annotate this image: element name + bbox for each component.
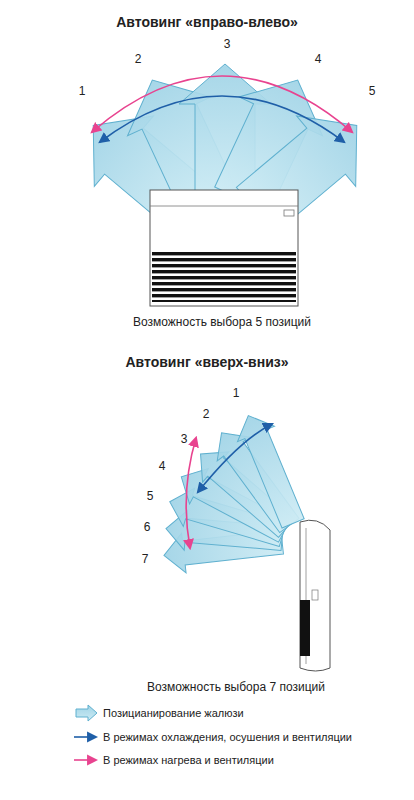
diagram-title: Автовинг «вправо-влево» <box>116 14 298 30</box>
callout-number: 4 <box>159 460 166 474</box>
callout-number: 2 <box>135 53 142 67</box>
legend-text: Позицианирование жалюзи <box>103 707 244 720</box>
callout-number: 6 <box>144 521 151 535</box>
heating-swing-arc <box>186 438 196 548</box>
legend-text: В режимах нагрева и вентиляции <box>103 754 274 767</box>
heating-swing-arc <box>92 76 352 132</box>
callout-number: 3 <box>181 433 188 447</box>
cooling-swing-arc <box>198 424 272 492</box>
callout-number: 2 <box>203 408 210 422</box>
legend-swatch <box>74 736 96 738</box>
indoor-unit-side <box>300 520 330 671</box>
callout-number: 5 <box>369 85 376 99</box>
caption: Возможность выбора 5 позиций <box>133 316 311 330</box>
section-title: Автовинг «вверх-вниз» <box>126 354 289 370</box>
callout-number: 7 <box>142 553 149 567</box>
louver-arrow <box>230 408 312 531</box>
callout-number: 4 <box>315 53 322 67</box>
legend-swatch <box>76 705 97 721</box>
louver-fan <box>162 408 312 575</box>
legend-swatch <box>74 759 96 761</box>
callout-number: 1 <box>79 85 86 99</box>
legend-text: В режимах охлаждения, осушения и вентиля… <box>103 731 352 744</box>
callout-number: 3 <box>224 38 231 52</box>
callout-number: 5 <box>147 490 154 504</box>
indoor-unit-front <box>150 190 298 306</box>
callout-number: 1 <box>233 387 240 401</box>
caption: Возможность выбора 7 позиций <box>147 681 325 695</box>
cooling-swing-arc <box>100 96 344 142</box>
